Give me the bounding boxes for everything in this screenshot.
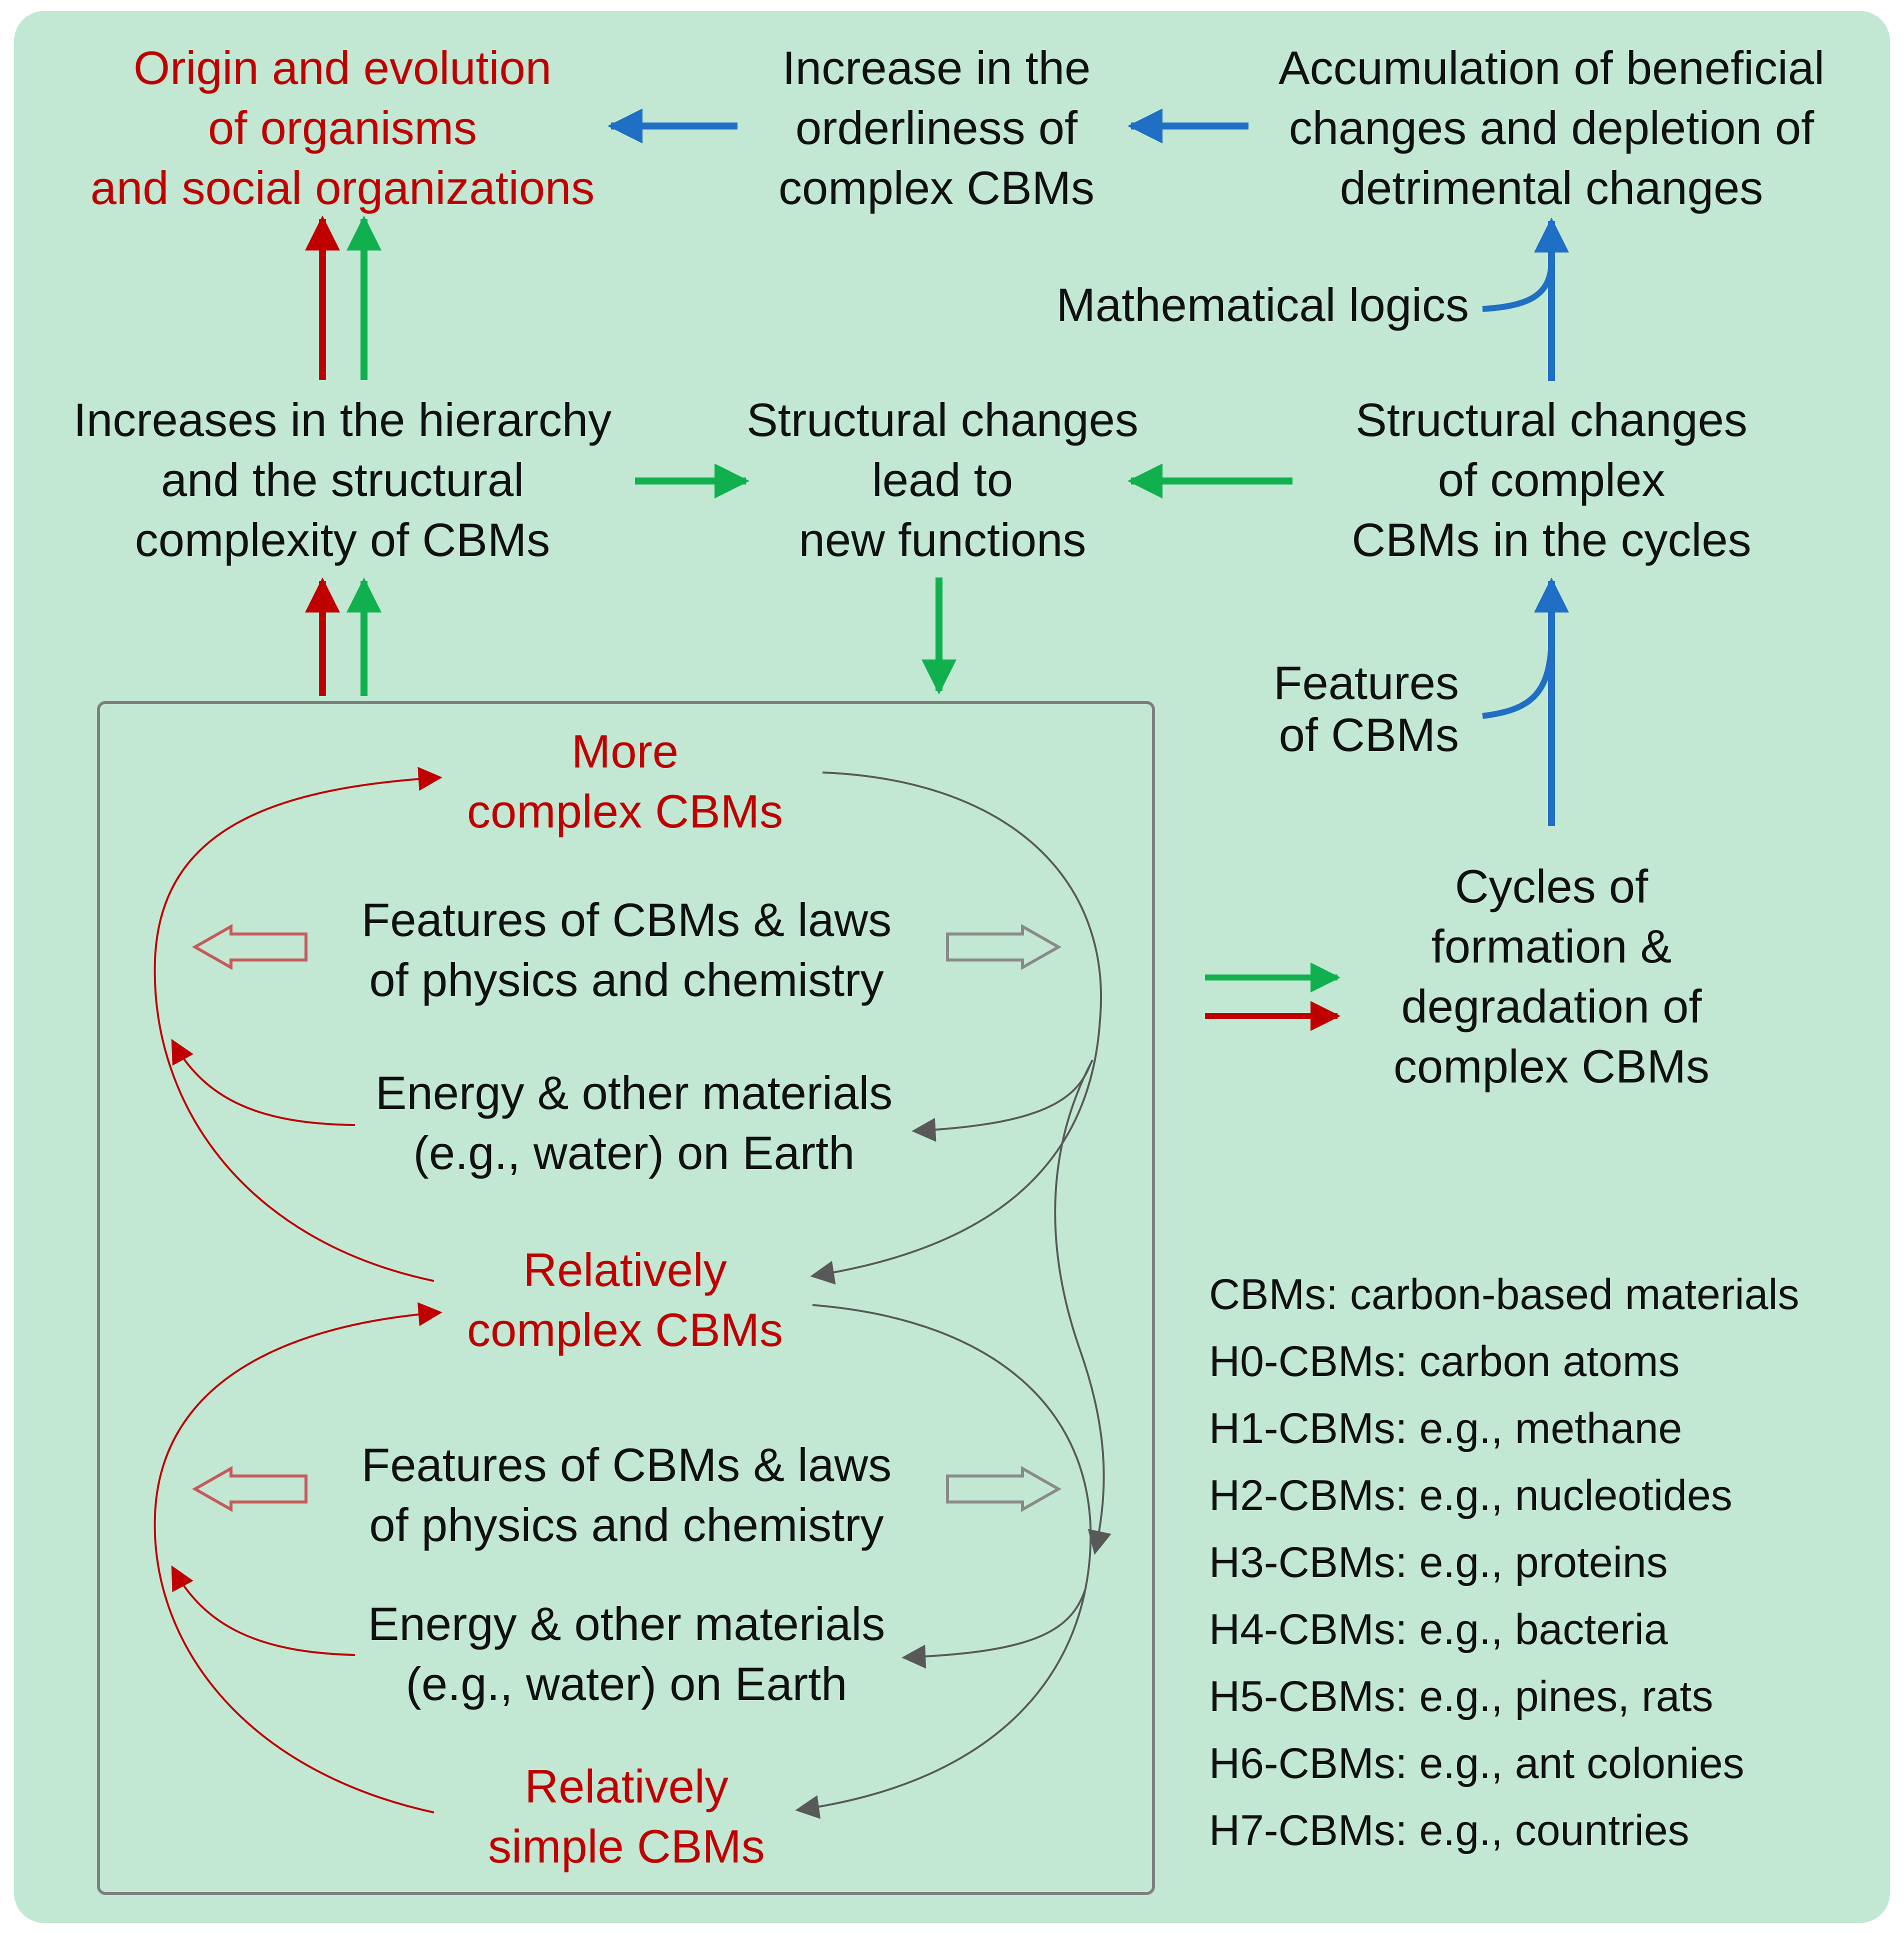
node-new-functions-line-1: Structural changes	[746, 394, 1138, 446]
node-accumulation-line-1: Accumulation of beneficial	[1278, 42, 1824, 94]
relatively-simple-line-2: simple CBMs	[488, 1820, 765, 1872]
legend-item-0: CBMs: carbon-based materials	[1209, 1270, 1800, 1318]
node-origin-evolution: Origin and evolution of organisms and so…	[90, 42, 595, 214]
curve-relsimple-to-relcomplex	[154, 1302, 442, 1814]
legend: CBMs: carbon-based materials H0-CBMs: ca…	[1209, 1270, 1800, 1854]
node-cycles: Cycles of formation & degradation of com…	[1394, 860, 1710, 1092]
node-structural-cycles: Structural changes of complex CBMs in th…	[1352, 394, 1751, 566]
features-laws-1-line-2: of physics and chemistry	[369, 954, 884, 1006]
node-hierarchy-line-2: and the structural	[161, 454, 524, 506]
node-orderliness-line-2: orderliness of	[796, 102, 1078, 154]
legend-item-4: H3-CBMs: e.g., proteins	[1209, 1538, 1668, 1586]
node-new-functions: Structural changes lead to new functions	[746, 394, 1138, 566]
label-features-cbms-line-2: of CBMs	[1279, 708, 1459, 761]
node-orderliness-line-3: complex CBMs	[778, 162, 1094, 214]
node-accumulation-line-2: changes and depletion of	[1289, 102, 1814, 154]
connector-math-logics	[1482, 260, 1554, 312]
cycle-box	[97, 701, 1155, 1895]
legend-item-1: H0-CBMs: carbon atoms	[1209, 1338, 1680, 1386]
more-complex-line-2: complex CBMs	[467, 785, 783, 838]
legend-item-8: H7-CBMs: e.g., countries	[1209, 1806, 1690, 1854]
node-hierarchy-line-3: complexity of CBMs	[135, 514, 550, 566]
hollow-arrow-left-1	[192, 924, 308, 970]
more-complex-line-1: More	[572, 725, 678, 778]
curve-relcomplex-to-more-complex	[154, 766, 442, 1282]
curve-to-energy-2	[902, 1590, 1086, 1669]
features-laws-2-line-2: of physics and chemistry	[369, 1498, 884, 1551]
background-panel	[14, 11, 1890, 1923]
node-orderliness: Increase in the orderliness of complex C…	[778, 42, 1094, 214]
hollow-arrow-right-1	[946, 924, 1062, 970]
legend-item-5: H4-CBMs: e.g., bacteria	[1209, 1606, 1668, 1654]
legend-item-2: H1-CBMs: e.g., methane	[1209, 1404, 1682, 1452]
hollow-arrow-left-2	[192, 1466, 308, 1512]
node-cycles-line-1: Cycles of	[1455, 860, 1648, 912]
node-accumulation-line-3: detrimental changes	[1340, 162, 1764, 214]
legend-item-6: H5-CBMs: e.g., pines, rats	[1209, 1672, 1713, 1720]
curve-more-complex-to-lower	[1054, 1060, 1112, 1555]
curve-relcomplex-down	[795, 1304, 1092, 1819]
node-accumulation: Accumulation of beneficial changes and d…	[1278, 42, 1824, 214]
node-origin-line-1: Origin and evolution	[134, 42, 552, 94]
node-structural-cycles-line-2: of complex	[1438, 454, 1666, 506]
node-structural-cycles-line-1: Structural changes	[1356, 394, 1748, 446]
node-hierarchy-line-1: Increases in the hierarchy	[74, 394, 612, 446]
node-origin-line-2: of organisms	[208, 102, 477, 154]
relatively-complex-line-2: complex CBMs	[467, 1304, 783, 1356]
connector-features-cbms	[1482, 634, 1554, 719]
node-new-functions-line-2: lead to	[872, 454, 1013, 506]
label-mathematical-logics: Mathematical logics	[1056, 278, 1469, 331]
node-origin-line-3: and social organizations	[90, 162, 595, 214]
energy-2-line-1: Energy & other materials	[368, 1598, 885, 1650]
legend-item-7: H6-CBMs: e.g., ant colonies	[1209, 1740, 1744, 1788]
node-new-functions-line-3: new functions	[799, 514, 1086, 566]
energy-1-line-1: Energy & other materials	[376, 1066, 892, 1119]
relatively-complex-line-1: Relatively	[523, 1244, 727, 1296]
energy-1-line-2: (e.g., water) on Earth	[414, 1126, 855, 1179]
features-laws-1-line-1: Features of CBMs & laws	[362, 894, 892, 946]
curve-more-complex-down	[810, 772, 1102, 1285]
legend-item-3: H2-CBMs: e.g., nucleotides	[1209, 1472, 1732, 1520]
node-cycles-line-3: degradation of	[1401, 980, 1702, 1032]
node-cycles-line-4: complex CBMs	[1394, 1040, 1710, 1092]
node-cycles-line-2: formation &	[1432, 920, 1672, 972]
node-orderliness-line-1: Increase in the	[782, 42, 1091, 94]
curve-energy1-to-left	[171, 1038, 356, 1126]
label-features-cbms-line-1: Features	[1274, 656, 1459, 709]
energy-2-line-2: (e.g., water) on Earth	[406, 1658, 848, 1710]
relatively-simple-line-1: Relatively	[524, 1760, 728, 1812]
curve-energy2-to-left	[171, 1565, 356, 1656]
features-laws-2-line-1: Features of CBMs & laws	[362, 1438, 892, 1491]
hollow-arrow-right-2	[946, 1466, 1062, 1512]
node-structural-cycles-line-3: CBMs in the cycles	[1352, 514, 1751, 566]
node-hierarchy: Increases in the hierarchy and the struc…	[74, 394, 612, 566]
